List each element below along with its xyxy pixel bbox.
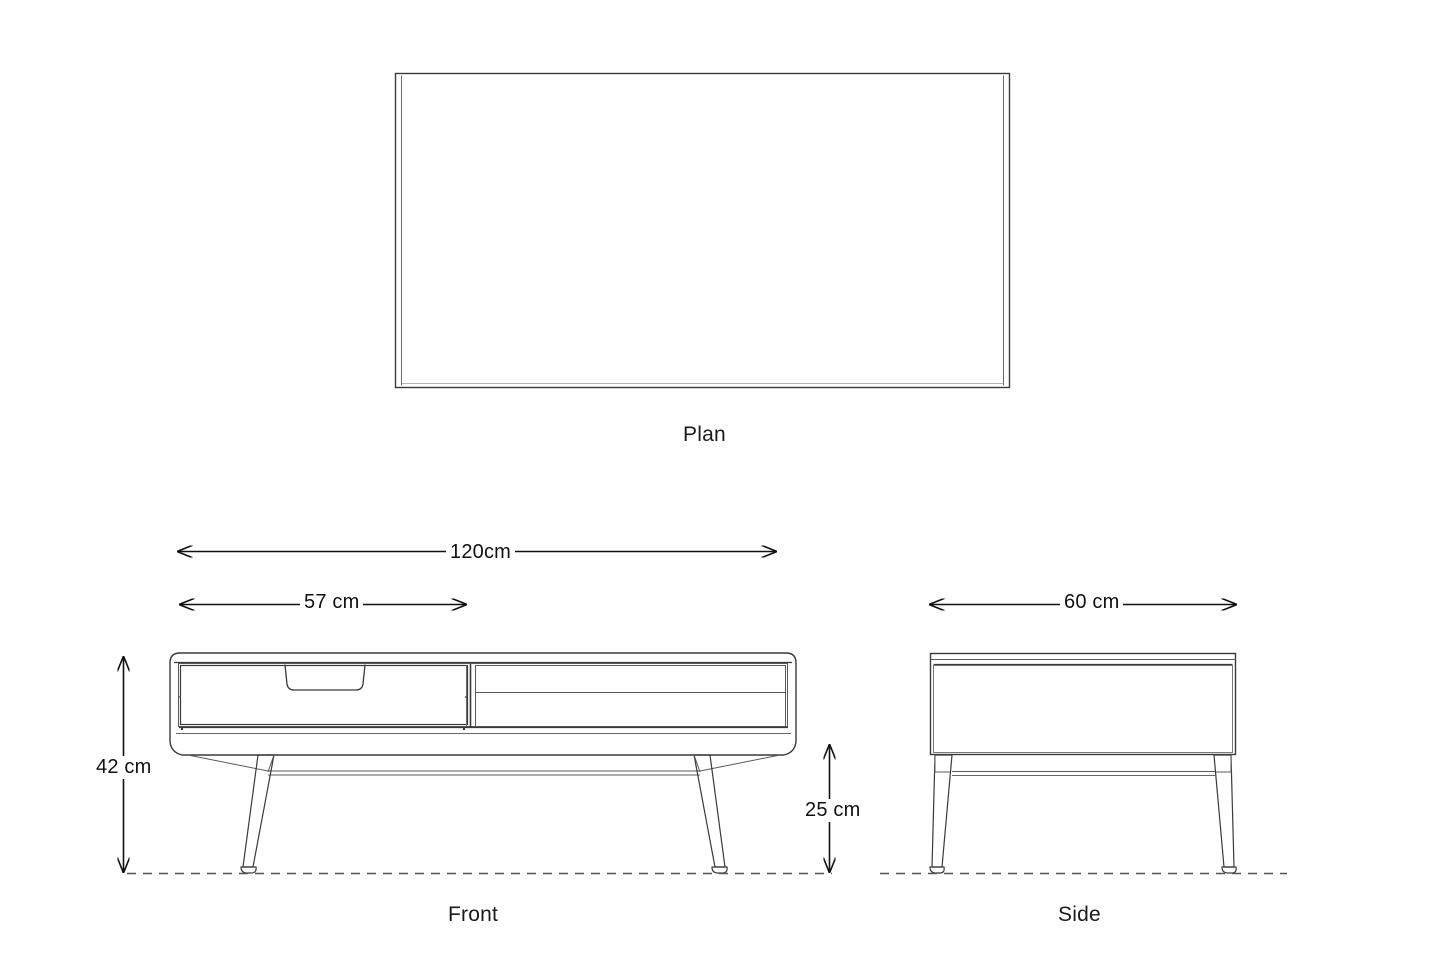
front-reg-dot-left-side bbox=[179, 696, 181, 698]
plan-view bbox=[394, 72, 1011, 389]
plan-outline bbox=[394, 72, 1011, 389]
dimension-label-depth-overall: 60 cm bbox=[1060, 591, 1124, 614]
front-carcass-outline bbox=[169, 652, 797, 756]
front-view bbox=[127, 652, 832, 875]
front-drawer-handle[interactable] bbox=[284, 664, 366, 691]
front-drawer-face bbox=[179, 664, 469, 726]
dimension-label-width-overall: 120cm bbox=[446, 541, 516, 564]
side-right-leg-bracket bbox=[1216, 755, 1232, 773]
dimension-label-clearance-height: 25 cm bbox=[801, 799, 865, 822]
dimension-label-drawer-width: 57 cm bbox=[300, 591, 364, 614]
side-left-leg-foot bbox=[929, 866, 945, 874]
front-right-leg-foot bbox=[711, 866, 728, 874]
front-left-leg bbox=[242, 754, 275, 868]
front-reg-dot-mid-side bbox=[465, 696, 467, 698]
dimension-label-height-overall: 42 cm bbox=[92, 756, 156, 779]
front-right-leg bbox=[693, 754, 726, 868]
front-rail bbox=[187, 754, 781, 772]
side-left-leg-bracket bbox=[934, 755, 950, 773]
view-label-front: Front bbox=[448, 903, 499, 926]
view-label-plan: Plan bbox=[683, 423, 726, 446]
front-inner-panel bbox=[178, 663, 788, 727]
front-right-leg-inner-shadow bbox=[693, 754, 701, 773]
front-left-leg-inner-shadow bbox=[267, 754, 275, 773]
front-reg-dot-mid bbox=[462, 727, 466, 731]
front-reg-dot-left bbox=[180, 727, 184, 731]
front-left-leg-foot bbox=[240, 866, 257, 874]
side-body-outline bbox=[929, 652, 1237, 756]
side-view bbox=[880, 652, 1287, 875]
side-right-leg-foot bbox=[1221, 866, 1237, 874]
front-open-shelf bbox=[475, 665, 786, 727]
side-inner-panel bbox=[933, 665, 1233, 753]
view-label-side: Side bbox=[1058, 903, 1101, 926]
